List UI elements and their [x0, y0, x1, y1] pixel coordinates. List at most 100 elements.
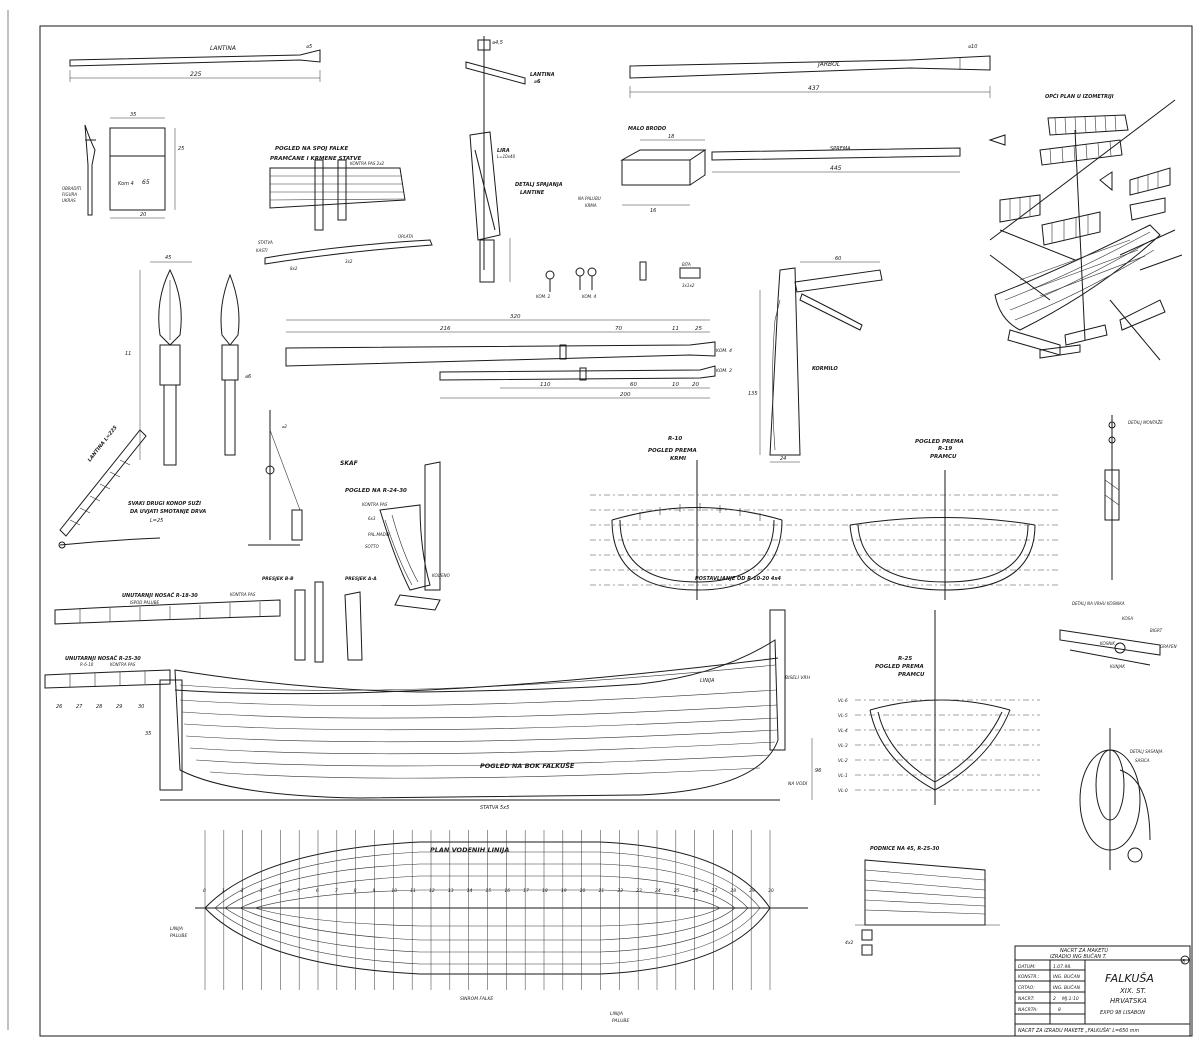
jarbol-length: 437: [808, 85, 820, 92]
vl6-label: VL-6: [838, 698, 848, 704]
kontra-pas4-label: KONTRA PAS: [110, 662, 136, 667]
pogled-prema-krmi-label: POGLED PREMA: [648, 448, 697, 454]
opci-plan-label: OPĆI PLAN U IZOMETRIJI: [1045, 93, 1114, 100]
krmi-label: KRMI: [670, 456, 686, 462]
tb-footer: NACRT ZA IZRADU MAKETE „FALKUŠA” L=650 m…: [1018, 1027, 1139, 1034]
krma-label: KRMA: [585, 203, 597, 208]
tb-datum-val: 1.07.98.: [1053, 964, 1072, 970]
section-r25: R-25 POGLED PREMA PRAMCU VL-6 VL-5 VL-4 …: [838, 610, 1040, 805]
pulley-dim: ⌀2: [282, 424, 287, 429]
station-number: 14: [467, 888, 473, 894]
station-number: 13: [448, 888, 454, 894]
station-number: 0: [203, 888, 206, 894]
tb-crtao-key: CRTAO:: [1018, 985, 1035, 991]
pramcu-label: PRAMCU: [930, 454, 957, 460]
pogled-prema-pramcu-label: POGLED PREMA: [915, 439, 964, 445]
statva-label: STATVA: [258, 240, 273, 245]
sheet-border: [39, 25, 1193, 1037]
oar-110: 110: [540, 382, 551, 388]
svaki-drugi-label: SVAKI DRUGI KONOP SUŽI: [128, 500, 201, 507]
figura-label: FIGURA: [62, 192, 77, 197]
eye-bolts-detail: KOM. 2 KOM. 4 BITA 3x1x2: [536, 261, 701, 299]
vl0-label: VL-0: [838, 788, 848, 794]
oar-kom4: KOM. 4: [716, 348, 732, 354]
detalj-montaze: DETALJ MONTAŽE: [1104, 415, 1163, 580]
station-number: 20: [580, 888, 586, 894]
kasti-label: KASTI: [256, 248, 268, 253]
vl1-label: VL-1: [838, 773, 848, 779]
station-number: 24: [655, 888, 661, 894]
l25-label: L=25: [150, 518, 163, 524]
dim-96-label: 96: [815, 768, 821, 774]
station-number: 27: [712, 888, 718, 894]
lantina-lashing-detail: LANTINA L=225 SVAKI DRUGI KONOP SUŽI DA …: [58, 424, 206, 549]
station-number: 5: [297, 888, 300, 894]
station-27: 27: [76, 704, 83, 710]
tb-konstr-key: KONSTR.:: [1018, 974, 1040, 980]
station-number: 17: [523, 888, 529, 894]
malo-brodo-dim: 18: [668, 134, 674, 140]
oar-20: 20: [692, 382, 699, 388]
pramcane-label: PRAMČANE I KRMENE STATVE: [270, 155, 362, 162]
detalj-kosnika: DETALJ NA VRHU KOSNIKA KOSA KOSNIK BIGRT…: [1059, 601, 1177, 669]
tb-mj-val: MJ.1:10: [1062, 996, 1079, 1002]
oar-11: 11: [672, 326, 679, 332]
station-29: 29: [116, 704, 122, 710]
dim-20-label: 20: [140, 212, 146, 218]
da-uvjati-label: DA UVJATI SMOTANJE DRVA: [130, 509, 206, 515]
station-number: 23: [636, 888, 642, 894]
kom2-label: KOM. 2: [536, 294, 551, 299]
pogled-r24-label: POGLED NA R-24-30: [345, 488, 407, 494]
oar-70: 70: [615, 326, 622, 332]
station-28: 28: [96, 704, 102, 710]
podnice-label: PODNICE NA 45, R-25-30: [870, 846, 940, 852]
tb-datum-key: DATUM:: [1018, 964, 1036, 970]
small-block-detail: MALO BRODO 18 NA PALUBU KRMA 16: [578, 126, 707, 214]
oar-216: 216: [440, 326, 451, 332]
postavljanje-label: POSTAVLJANJE OD R-10-20 4x4: [695, 576, 782, 582]
obrabiti-label: OBRADITI: [62, 186, 82, 191]
station-number: 9: [373, 888, 376, 894]
station-number: 26: [693, 888, 699, 894]
plan-vodenih-label: PLAN VODENIH LINIJA: [430, 846, 509, 854]
ornament-detail: 35 25 65 Kom 4 20 OBRADITI FIGURA UKRAS: [62, 112, 184, 219]
unutarnji-nosac2-label: UNUTARNJI NOSAČ R-25-30: [65, 655, 141, 662]
station-number: 28: [730, 888, 736, 894]
kormilo-dim-24: 24: [780, 456, 786, 462]
oar-10: 10: [672, 382, 679, 388]
lira-block-drawing: ⌀4,5 LANTINA ⌀6 LIRA L=10x40 DETALJ SPAJ…: [465, 36, 563, 283]
station-number: 30: [768, 888, 774, 894]
lantina-label: LANTINA: [210, 45, 236, 52]
kormilo-rudder-drawing: KORMILO 60 135 24: [748, 256, 883, 463]
kormilo-label: KORMILO: [812, 366, 838, 372]
bita-label: BITA: [682, 262, 691, 267]
jarbol-mast-drawing: JARBOL 437 ⌀10: [629, 44, 991, 98]
station-number: 16: [504, 888, 510, 894]
station-number: 21: [599, 888, 605, 894]
tb-header2: IZRADIO ING BUČAN T.: [1050, 953, 1107, 960]
oar-total: 320: [510, 314, 521, 320]
section-r19: R-19 POGLED PREMA PRAMCU: [849, 439, 1036, 600]
sprema-label: SPREMA: [830, 146, 851, 152]
na-vodi-label: NA VODI: [788, 781, 808, 787]
sinrom-falke-label: SINROM FALKE: [460, 996, 493, 1002]
lantina-diameter: ⌀5: [306, 44, 312, 50]
oars-drawing: 320 216 70 11 25 110 60 10 20 200 KOM. 4…: [285, 314, 732, 399]
r10-label: R-10: [668, 436, 682, 442]
presjek-bb-label: PRESJEK B-B: [262, 576, 294, 582]
station-26: 26: [56, 704, 62, 710]
kormilo-dim-60: 60: [835, 256, 841, 262]
podnice-dim-4x2: 4x2: [845, 940, 854, 946]
palube2-label: PALUBE: [612, 1018, 629, 1024]
detalj-montaze-label: DETALJ MONTAŽE: [1128, 420, 1163, 425]
pogled-bok-label: POGLED NA BOK FALKUŠE: [480, 761, 575, 770]
isometric-general-plan: OPĆI PLAN U IZOMETRIJI: [988, 93, 1183, 361]
skaf-detail: SKAF POGLED NA R-24-30 KONTRA PAS 6x3 PA…: [340, 460, 450, 611]
station-number: 7: [335, 888, 338, 894]
tb-konstr-val: ING. BUČAN: [1053, 973, 1081, 980]
hull-station-numbers: 26 27 28 29 30: [56, 704, 144, 710]
vl2-label: VL-2: [838, 758, 848, 764]
tb-nacrta-key: NACRTA:: [1018, 1007, 1038, 1013]
